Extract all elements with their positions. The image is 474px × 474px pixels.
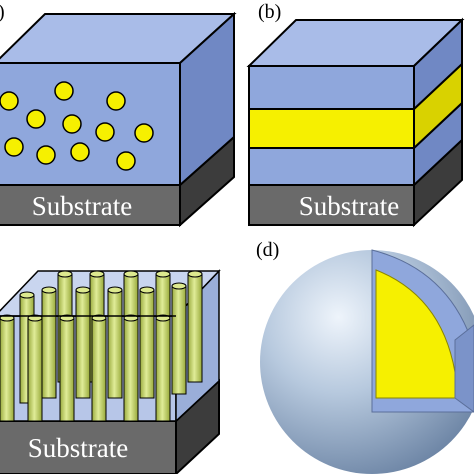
nanorod <box>139 286 155 399</box>
nanorod <box>0 314 15 422</box>
nanorod <box>107 286 123 399</box>
nanorod <box>155 314 171 422</box>
nanoparticle <box>95 122 115 142</box>
panel-a-substrate-label: Substrate <box>32 191 133 221</box>
panel-b-label: (b) <box>258 1 281 23</box>
nanoparticle <box>26 109 46 129</box>
panel-c-nanorods-middle <box>19 282 187 404</box>
nanoparticle <box>134 123 154 143</box>
panel-a-nanoparticles <box>0 81 154 171</box>
panel-a: ) Substrate <box>0 1 237 228</box>
panel-d: (d) <box>256 239 474 474</box>
nanorod <box>171 282 187 395</box>
panel-d-cutaway <box>371 249 474 413</box>
nanoparticle <box>0 91 19 111</box>
panel-b-filler-layer <box>248 61 463 151</box>
panel-b-bottom-layer <box>248 100 463 188</box>
panel-a-label: ) <box>0 1 5 23</box>
nanorod <box>187 270 203 383</box>
nanorod <box>123 314 139 422</box>
nanoparticle <box>116 151 136 171</box>
panel-a-substrate: Substrate <box>0 134 235 228</box>
nanorod <box>41 286 57 399</box>
nanorod <box>75 286 91 399</box>
nanoparticle <box>70 142 90 162</box>
panel-b-substrate-label: Substrate <box>299 191 400 221</box>
nanoparticle <box>62 114 82 134</box>
panel-c-substrate-label: Substrate <box>28 433 129 463</box>
nanoparticle <box>4 137 24 157</box>
nanoparticle <box>54 81 74 101</box>
panel-b: (b) Substrate <box>246 1 465 228</box>
panel-c-substrate: Substrate <box>0 378 220 474</box>
nanorod <box>27 314 43 422</box>
panel-c: Substrate <box>0 269 221 474</box>
nanoparticle <box>106 91 126 111</box>
nanorod <box>59 314 75 422</box>
panel-c-nanorods-front <box>0 314 171 422</box>
nanoparticle <box>36 145 56 165</box>
nanorod <box>91 314 107 422</box>
panel-d-label: (d) <box>256 239 279 261</box>
panel-b-top-layer <box>246 17 465 112</box>
